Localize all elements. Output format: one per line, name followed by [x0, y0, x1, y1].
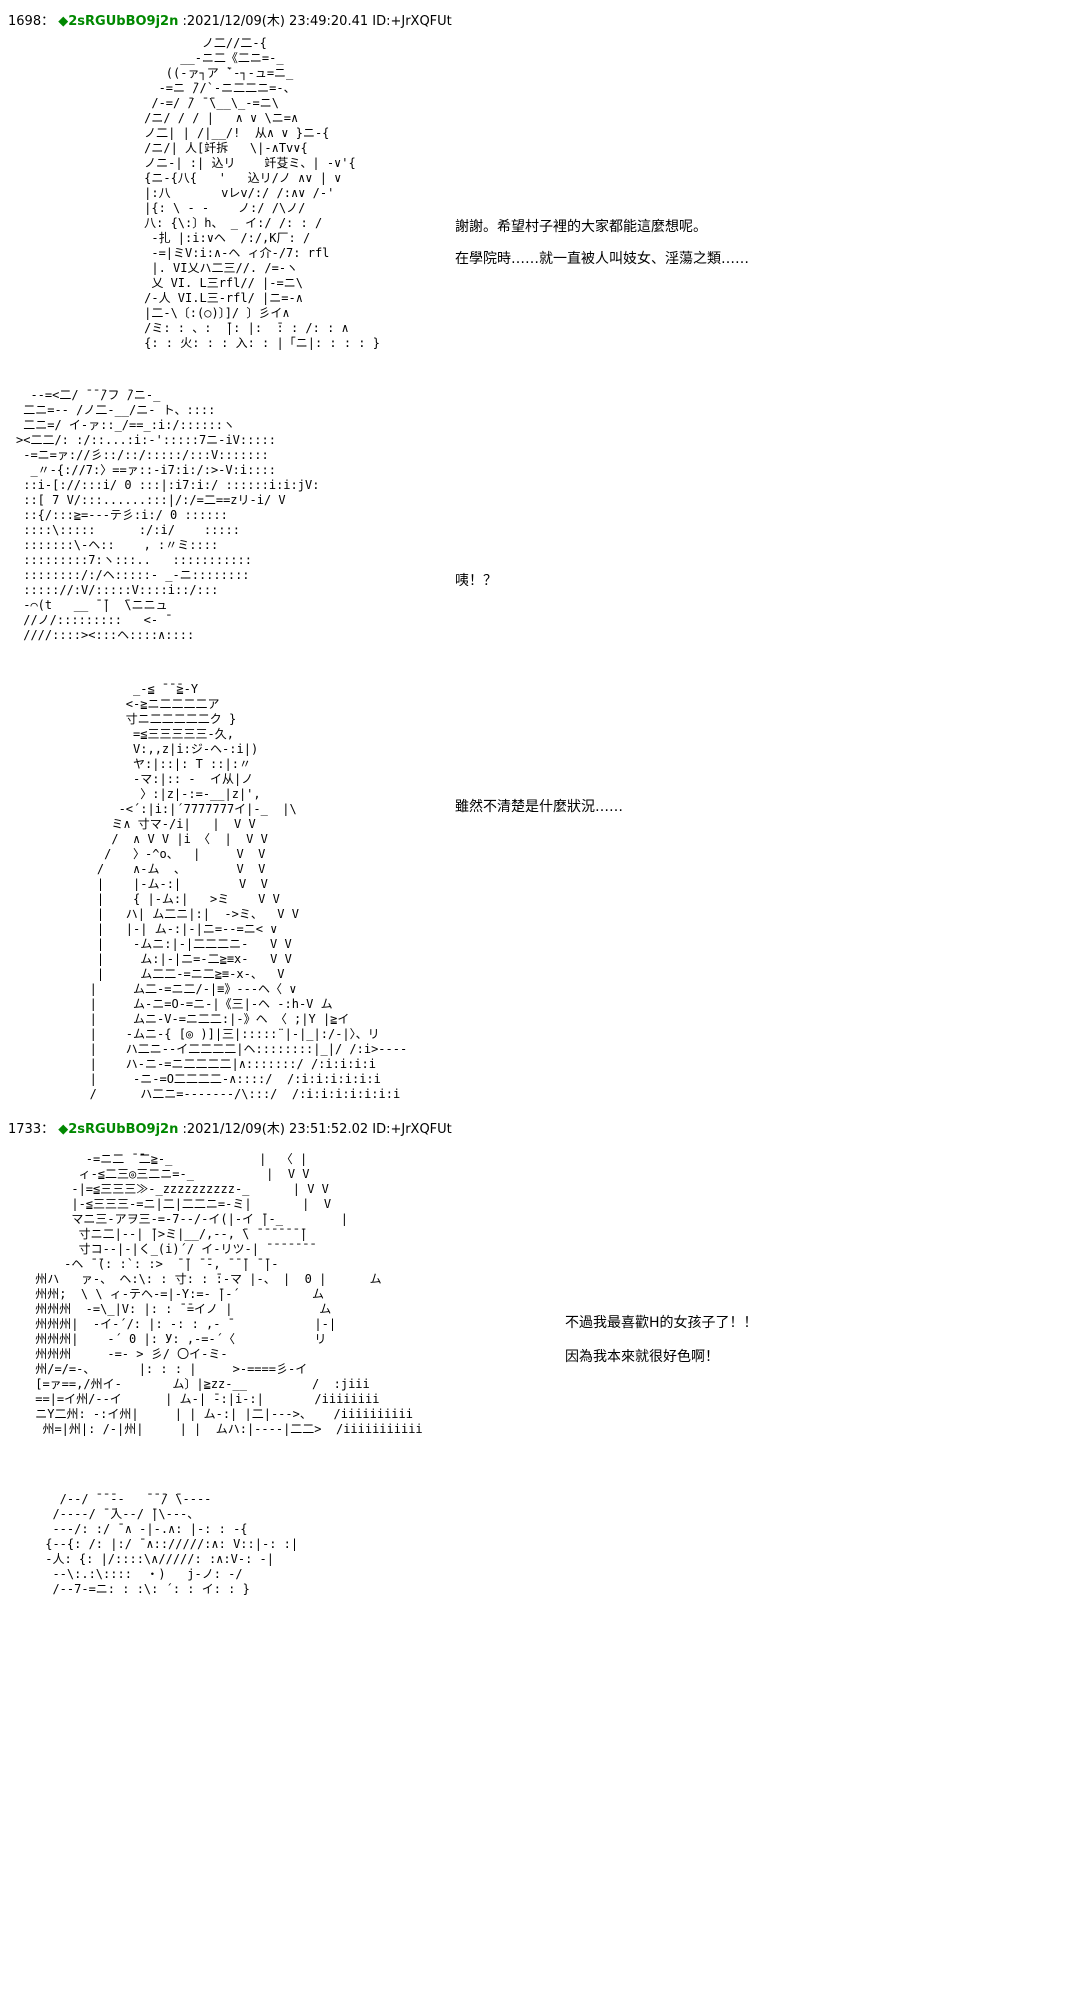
post-tripcode: ◆2sRGUbBO9j2n: [58, 1122, 179, 1137]
post-tripcode: ◆2sRGUbBO9j2n: [58, 14, 179, 29]
dialogue-line: 不過我最喜歡H的女孩子了！！: [565, 1315, 758, 1331]
post-number: 1733: [8, 1122, 42, 1137]
post-meta: :2021/12/09(木) 23:51:52.02 ID:+JrXQFUt: [178, 1122, 452, 1137]
post-header-1698: 1698： ◆2sRGUbBO9j2n :2021/12/09(木) 23:49…: [8, 14, 452, 30]
post-separator: ：: [41, 1122, 55, 1137]
dialogue-line: 雖然不清楚是什麼狀況……: [455, 799, 623, 815]
ascii-art-bottom-partial: /--/ ̄ ̄ ̄-- ̄ ̄ ̄/ ̄\---- /----/ ̄ ̄人--…: [45, 1492, 299, 1596]
post-header-1733: 1733： ◆2sRGUbBO9j2n :2021/12/09(木) 23:51…: [8, 1122, 452, 1138]
post-meta: :2021/12/09(木) 23:49:20.41 ID:+JrXQFUt: [178, 14, 452, 29]
post-separator: ：: [41, 14, 55, 29]
dialogue-line: 因為我本來就很好色啊！: [565, 1349, 719, 1365]
ascii-art-face-closeup: --=<二/ ̄ ̄ ̄/フ ̄/ニ-_ 二ニ=-- /ノ二-__/ニ- ト、:…: [16, 388, 320, 642]
post-number: 1698: [8, 14, 42, 29]
dialogue-line: 咦！？: [455, 573, 497, 589]
dialogue-line: 謝謝。希望村子裡的大家都能這麼想呢。: [455, 219, 707, 235]
ascii-art-character-with-rifle: -=ニ二 ̄ ̄二≧-_ | 〈 | ィ-≦二三◎三二ニ=-_ | V V -|…: [35, 1152, 423, 1436]
ascii-art-hooded-girl: ノ二//二-{ __-ニ二《二ニ=-_ ((-ァ┐ア ̄`-┐-ュ=ニ_ -=ニ…: [144, 36, 380, 350]
dialogue-line: 在學院時……就一直被人叫妓女、淫蕩之類……: [455, 251, 749, 267]
ascii-art-standing-character: _-≦ ̄ ̄ ̄≧-Y <-≧ニ二二二二ア 寸ニ二二二二二ク } =≦三三三三…: [89, 682, 408, 1101]
